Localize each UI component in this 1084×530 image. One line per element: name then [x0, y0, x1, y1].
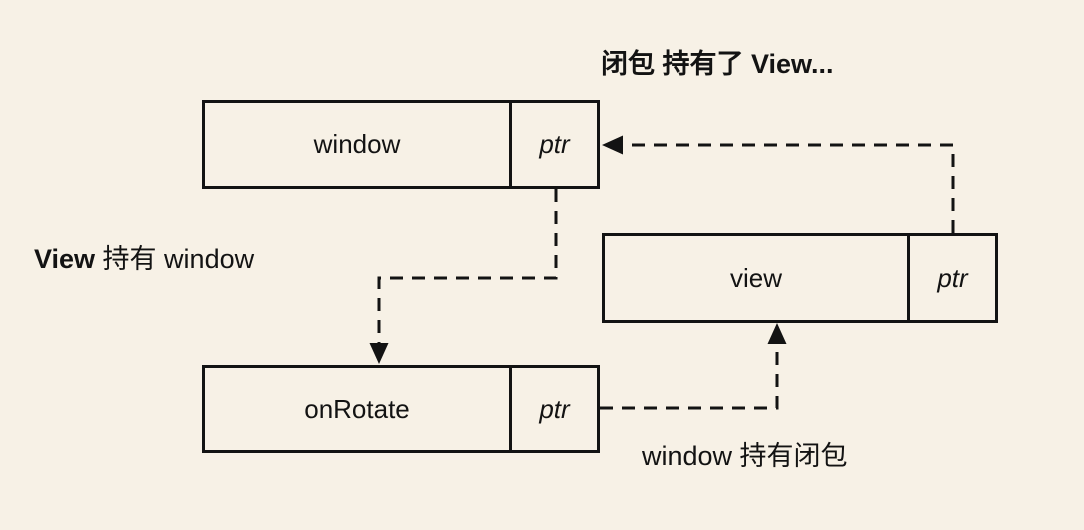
- onrotate-box: onRotate ptr: [202, 365, 600, 453]
- view-box-label: view: [729, 262, 782, 293]
- edge-view-to-window: [602, 135, 955, 233]
- window-box: window ptr: [202, 100, 600, 189]
- window-box-ptr-cell: ptr: [509, 103, 597, 186]
- edge-onrotate-to-view: [600, 323, 787, 410]
- annotation-view-holds-window-rest: 持有 window: [95, 244, 255, 274]
- annotation-closure-holds-view: 闭包 持有了 View...: [601, 49, 834, 79]
- edge-window-to-onrotate: [369, 189, 558, 364]
- view-box: view ptr: [602, 233, 998, 323]
- view-box-ptr-cell: ptr: [907, 236, 995, 320]
- onrotate-box-label: onRotate: [304, 393, 410, 424]
- onrotate-box-ptr-cell: ptr: [509, 368, 597, 450]
- annotation-view-holds-window-bold: View: [34, 244, 96, 274]
- window-box-label: window: [313, 129, 401, 159]
- annotation-view-holds-window: View 持有 window: [34, 243, 254, 275]
- annotation-window-holds-closure: window 持有闭包: [642, 441, 848, 471]
